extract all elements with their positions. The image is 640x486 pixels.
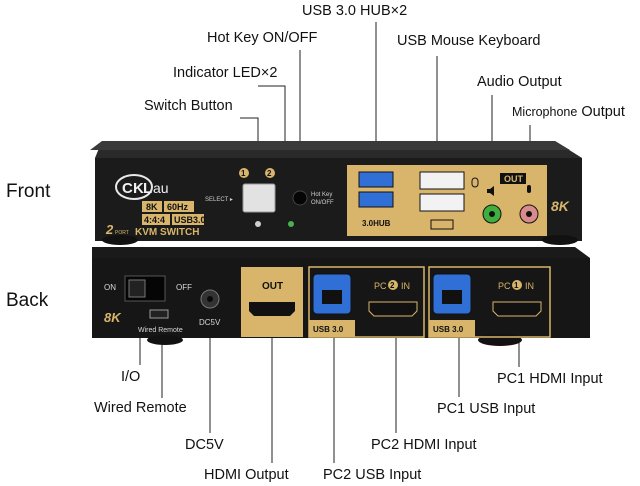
spec-60hz: 60Hz — [167, 202, 189, 212]
pc1-usb-label: USB 3.0 — [433, 325, 464, 334]
pc2-hdmi-port[interactable] — [368, 301, 418, 317]
usb-hub-port-1[interactable] — [358, 171, 394, 188]
hotkey-line2: ON/OFF — [311, 200, 334, 206]
front-device: C K L au 8K 60Hz 4:4:4 USB3.0 2 PORT KVM… — [90, 141, 582, 245]
spec-8k: 8K — [146, 202, 158, 212]
callout-usb-mouse-keyboard: USB Mouse Keyboard — [397, 33, 541, 49]
back-badge-8k: 8K — [104, 310, 122, 325]
usb-keyboard-port[interactable] — [419, 193, 465, 212]
callout-microphone-output: Microphone Output — [512, 105, 625, 120]
callout-microphone-prefix: Microphone — [512, 105, 578, 119]
callout-io: I/O — [121, 369, 141, 385]
callout-pc1-usb-input: PC1 USB Input — [437, 401, 536, 417]
pc2-usb-label: USB 3.0 — [313, 325, 344, 334]
pc1-number: 1 — [514, 281, 519, 290]
brand-rest: au — [153, 180, 169, 196]
wired-remote-small-label: Wired Remote — [138, 327, 183, 334]
callout-hotkey: Hot Key ON/OFF — [207, 30, 318, 46]
pc1-in-suffix: IN — [525, 281, 534, 291]
hub-label: 3.0HUB — [362, 219, 391, 228]
back-device: ON OFF 8K Wired Remote DC5V OUT USB 3.0 … — [92, 247, 590, 346]
front-label: Front — [6, 181, 51, 202]
mouse-icon — [471, 177, 479, 188]
spec-444: 4:4:4 — [144, 215, 165, 225]
product-name: KVM SWITCH — [135, 227, 199, 238]
callout-switch-button: Switch Button — [144, 98, 233, 114]
product-port: PORT — [115, 230, 129, 236]
callout-audio-output: Audio Output — [477, 74, 562, 90]
pc2-in-suffix: IN — [401, 281, 410, 291]
callout-pc2-hdmi-input: PC2 HDMI Input — [371, 437, 477, 453]
out-label: OUT — [504, 174, 524, 184]
microphone-icon — [527, 185, 531, 193]
callout-wired-remote: Wired Remote — [94, 400, 187, 416]
keyboard-icon — [430, 219, 454, 230]
pc2-number: 2 — [390, 281, 395, 290]
callout-dc5v: DC5V — [185, 437, 224, 453]
pc2-in-prefix: PC — [374, 281, 387, 291]
brand-l: L — [143, 180, 152, 197]
brand-logo: C K L au — [115, 174, 169, 200]
speaker-icon — [487, 186, 494, 196]
brand-c: C — [122, 180, 133, 197]
select-label: SELECT ▸ — [205, 197, 233, 203]
callout-pc1-hdmi-input: PC1 HDMI Input — [497, 371, 603, 387]
hdmi-output-port[interactable] — [249, 302, 295, 316]
pc1-in-prefix: PC — [498, 281, 511, 291]
leader-lines — [139, 22, 531, 463]
indicator-led-2 — [288, 221, 294, 227]
brand-k: K — [133, 180, 144, 197]
wired-remote-port[interactable] — [149, 309, 169, 319]
back-out-label: OUT — [262, 281, 283, 292]
dc5v-small-label: DC5V — [199, 318, 221, 327]
pc1-hdmi-port[interactable] — [492, 301, 542, 317]
spec-usb: USB3.0 — [174, 215, 206, 225]
callout-microphone-suffix: Output — [581, 104, 625, 120]
front-badge-8k: 8K — [551, 198, 570, 214]
hotkey-button[interactable] — [292, 190, 308, 206]
port-1-number: 1 — [241, 169, 246, 178]
usb-mouse-port[interactable] — [419, 171, 465, 190]
callout-indicator-led: Indicator LED×2 — [173, 65, 278, 81]
off-label: OFF — [176, 283, 192, 292]
back-label: Back — [6, 290, 49, 311]
product-number: 2 — [105, 222, 114, 237]
port-2-number: 2 — [267, 169, 272, 178]
hotkey-line1: Hot Key — [311, 192, 332, 198]
switch-button[interactable] — [242, 183, 276, 213]
callout-pc2-usb-input: PC2 USB Input — [323, 467, 422, 483]
indicator-led-1 — [255, 221, 261, 227]
callout-usb-hub: USB 3.0 HUB×2 — [302, 3, 408, 19]
on-label: ON — [104, 283, 116, 292]
callout-hdmi-output: HDMI Output — [204, 467, 289, 483]
usb-hub-port-2[interactable] — [358, 191, 394, 208]
